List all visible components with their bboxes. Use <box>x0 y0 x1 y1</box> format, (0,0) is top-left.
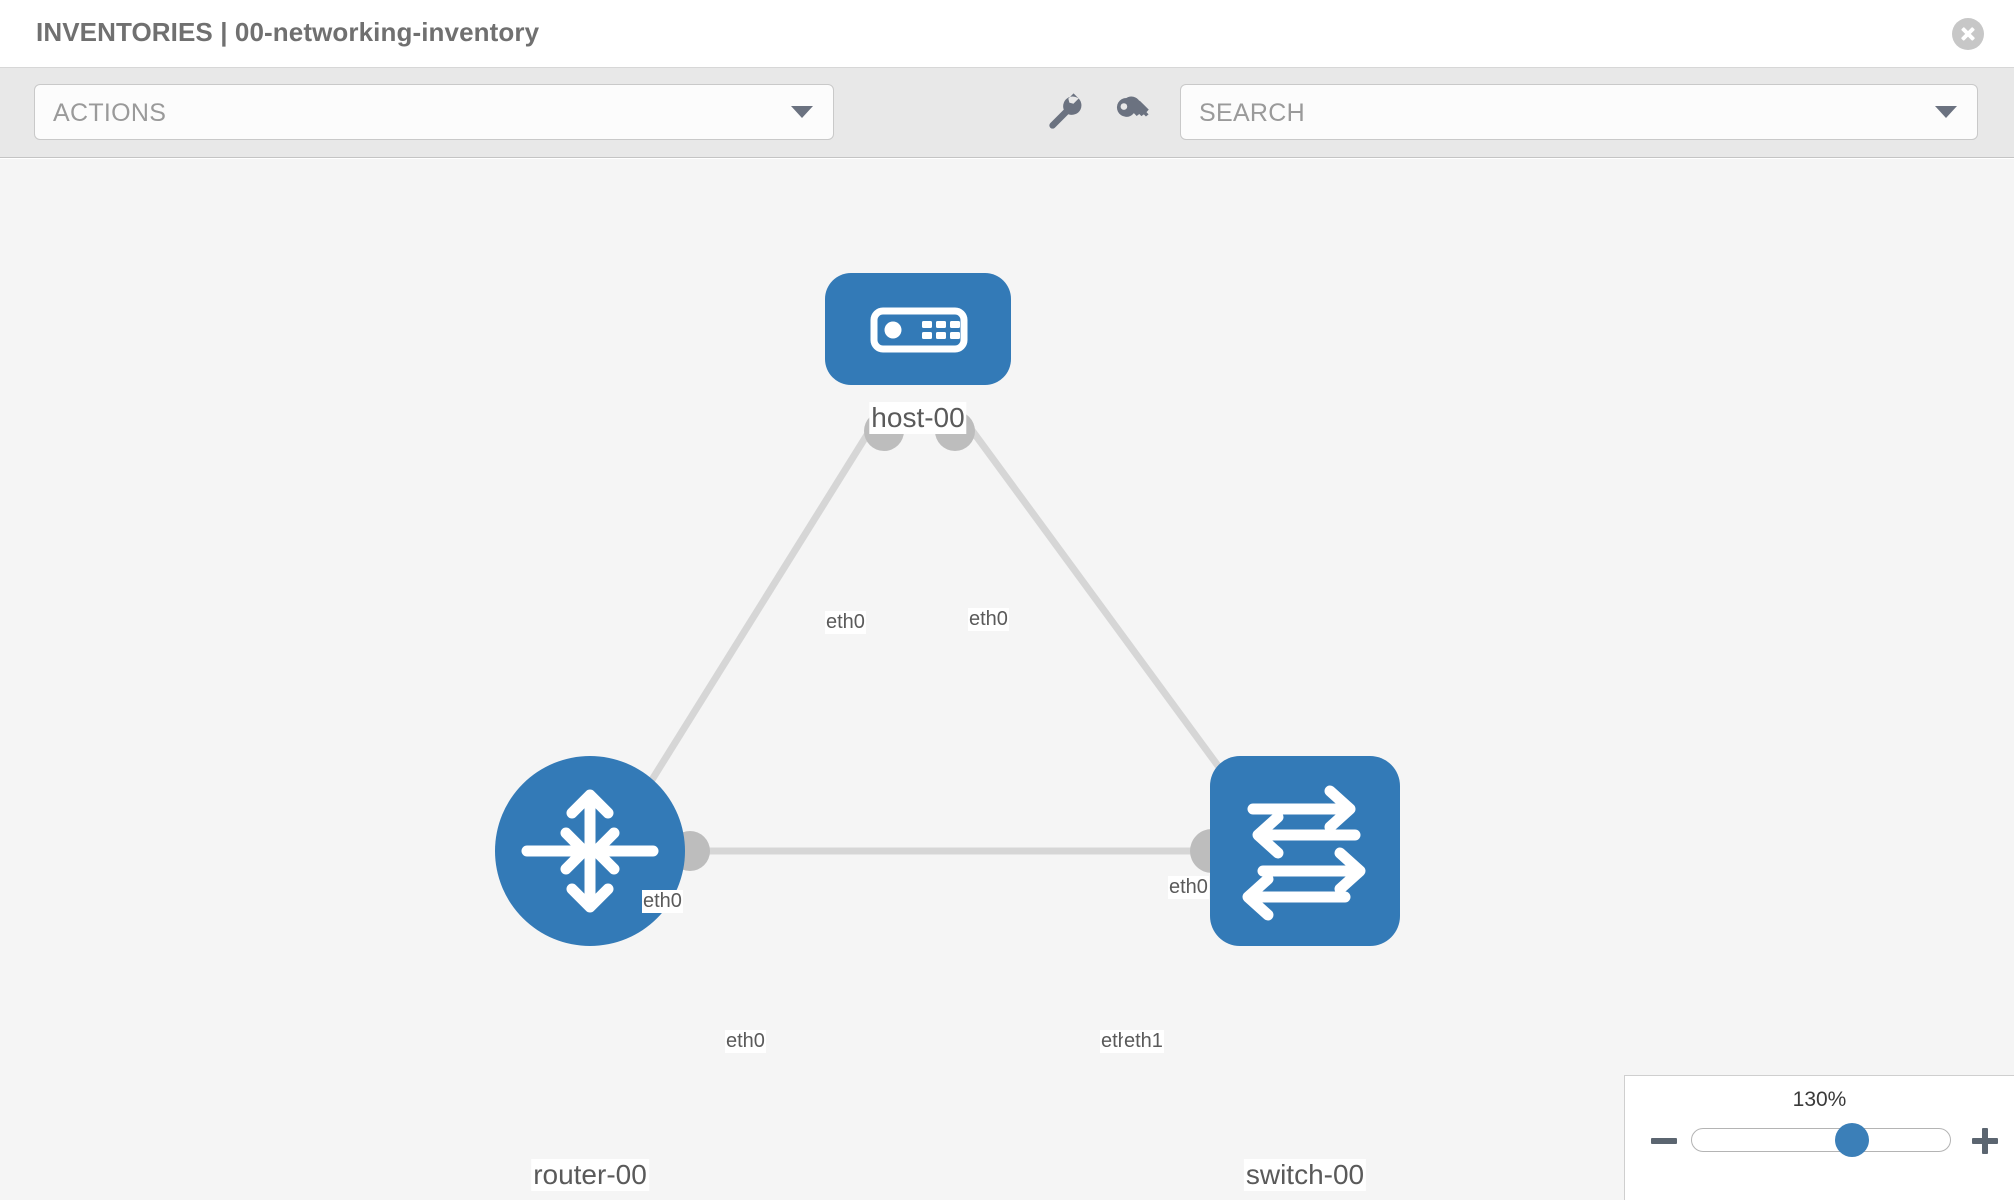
endpoint-group <box>670 411 1254 873</box>
zoom-slider-thumb[interactable] <box>1834 1123 1869 1157</box>
toolbar: ACTIONS SEARCH <box>0 68 2014 158</box>
link-host00-router00 <box>637 412 883 801</box>
actions-dropdown[interactable]: ACTIONS <box>34 84 834 140</box>
iface-label-host00-left: eth0 <box>825 611 866 634</box>
iface-label-router00-up: eth0 <box>642 890 683 913</box>
search-input[interactable]: SEARCH <box>1180 84 1978 140</box>
page-header: INVENTORIES | 00-networking-inventory <box>0 0 2014 68</box>
node-switch-00 <box>1210 756 1400 946</box>
node-label-host-00: host-00 <box>869 402 967 434</box>
link-host00-switch00 <box>957 411 1238 792</box>
close-icon[interactable] <box>1952 18 1984 50</box>
node-label-switch-00: switch-00 <box>1243 1159 1367 1191</box>
topology-canvas[interactable]: host-00 router-00 switch-00 eth0 eth0 et… <box>0 159 2014 1200</box>
iface-label-host00-right: eth0 <box>968 608 1009 631</box>
iface-label-switch00-left-b: eth1 <box>1123 1030 1164 1053</box>
link-group <box>637 411 1238 855</box>
iface-label-switch00-up: eth0 <box>1168 876 1209 899</box>
node-host-00 <box>825 273 1011 385</box>
zoom-in-button[interactable] <box>1970 1126 2000 1156</box>
zoom-out-button[interactable] <box>1649 1126 1679 1156</box>
router-icon <box>521 789 659 913</box>
actions-dropdown-label: ACTIONS <box>53 99 167 127</box>
search-placeholder-label: SEARCH <box>1199 99 1305 127</box>
iface-label-switch00-left-a: eth <box>1100 1030 1130 1053</box>
key-icon[interactable] <box>1112 92 1154 134</box>
zoom-control-panel: 130% <box>1624 1075 2014 1200</box>
node-router-00 <box>495 756 685 946</box>
iface-label-router00-right: eth0 <box>725 1030 766 1053</box>
server-icon <box>870 307 968 353</box>
chevron-down-icon[interactable] <box>1935 106 1957 118</box>
page-title: INVENTORIES | 00-networking-inventory <box>36 17 540 47</box>
server-icon-ports <box>922 321 960 339</box>
switch-icon <box>1242 785 1366 921</box>
zoom-level-label: 130% <box>1792 1088 1847 1111</box>
zoom-slider[interactable] <box>1691 1123 1951 1157</box>
wrench-icon[interactable] <box>1044 92 1086 134</box>
topology-graph <box>495 273 1400 946</box>
chevron-down-icon <box>791 106 813 118</box>
node-label-router-00: router-00 <box>531 1159 649 1191</box>
server-icon-led <box>884 321 902 339</box>
